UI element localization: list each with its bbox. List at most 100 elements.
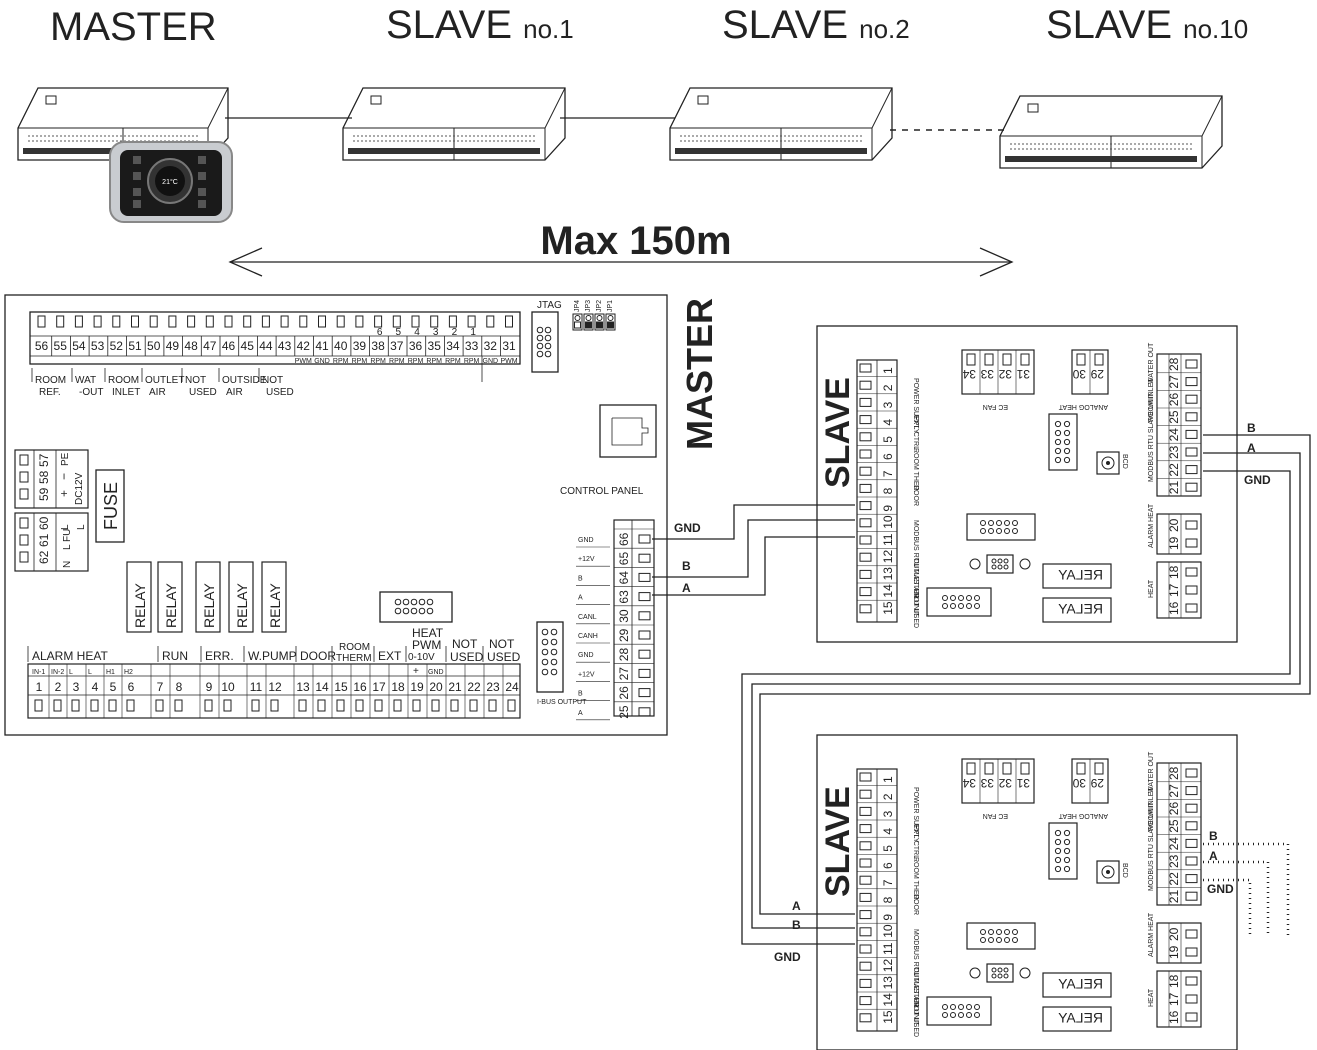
terminal-screw	[168, 315, 177, 328]
terminal-sub-label: RPM	[426, 358, 442, 365]
terminal-group-label: WATER OUT	[1148, 342, 1155, 384]
n-label: N	[62, 561, 73, 568]
terminal-label: A	[578, 595, 583, 602]
group-label: DOOR	[300, 649, 336, 663]
terminal-number: 28	[1167, 766, 1181, 780]
terminal-group-label: OUTLET AIR	[912, 967, 919, 1008]
terminal-group-label: WATER OUT	[1148, 751, 1155, 793]
ec-fan-label: EC FAN	[983, 812, 1008, 819]
terminal-number: 50	[147, 339, 161, 353]
terminal-number: 31	[1016, 776, 1030, 790]
terminal-number: 58	[37, 470, 51, 484]
terminal-label: CANL	[578, 614, 597, 621]
terminal-number: 29	[617, 628, 631, 642]
slave-wire-b-label: B	[1247, 421, 1256, 435]
relay-label: RELAY	[1057, 976, 1103, 992]
terminal-number: 32	[484, 339, 498, 353]
group-label: RUN	[162, 649, 188, 663]
terminal-group-label: NOT USED	[912, 592, 919, 628]
relay-label: RELAY	[1057, 567, 1103, 583]
terminal-group-label: EXT. CTRL.	[912, 824, 919, 861]
terminal-number: 17	[1167, 992, 1181, 1006]
terminal-number: 34	[446, 339, 460, 353]
terminal-screw	[299, 315, 308, 328]
terminal-label: A	[578, 710, 583, 717]
input-group-label: WAT	[75, 375, 96, 386]
terminal-number: 1	[36, 680, 43, 694]
terminal-screw	[149, 315, 158, 328]
distance-label: Max 150m	[540, 219, 731, 263]
terminal-number: 27	[1167, 784, 1181, 798]
input-group-label: OUTLET	[145, 375, 184, 386]
terminal-number: 38	[371, 339, 385, 353]
terminal-number: 20	[429, 680, 443, 694]
terminal-sub-label: RPM	[333, 358, 349, 365]
terminal-number: 10	[221, 680, 235, 694]
group-label: HEAT	[412, 626, 444, 640]
terminal-number: 46	[222, 339, 236, 353]
terminal-number: 15	[334, 680, 348, 694]
terminal-screw	[355, 315, 364, 328]
fan-number: 5	[396, 327, 402, 338]
terminal-sub-label: L	[88, 669, 92, 676]
terminal-number: 24	[505, 680, 519, 694]
terminal-screw	[261, 315, 270, 328]
terminal-sub-label: GND	[314, 358, 330, 365]
terminal-screw	[318, 315, 326, 328]
terminal-screw	[56, 315, 65, 328]
input-group-label: ROOM	[108, 375, 139, 386]
input-group-label: OUTSIDE	[222, 375, 267, 386]
terminal-number: 10	[881, 924, 895, 938]
terminal-number: 12	[881, 959, 895, 973]
terminal-sub-label: H1	[106, 669, 115, 676]
terminal-number: 2	[55, 680, 62, 694]
terminal-number: 28	[1167, 357, 1181, 371]
terminal-number: 8	[176, 680, 183, 694]
modbus-wiring: GND B A B A GND A B GND B A GND	[652, 421, 1311, 964]
terminal-group-label: ROOM THER.	[912, 448, 919, 493]
slave2-wire-a-label: A	[792, 899, 801, 913]
slave2-wire-gnd-label: GND	[774, 950, 801, 964]
terminal-screw	[486, 315, 495, 328]
minus-label: −	[57, 473, 71, 480]
terminal-number: 5	[110, 680, 117, 694]
bcd-label: BCD	[1121, 863, 1128, 878]
terminal-number: 52	[110, 339, 124, 353]
heat-label: HEAT	[1148, 988, 1155, 1007]
terminal-number: 3	[881, 401, 895, 408]
terminal-number: 31	[502, 339, 516, 353]
input-group-label: -OUT	[79, 387, 103, 398]
master-heading: MASTER	[50, 5, 217, 49]
terminal-number: 27	[617, 667, 631, 681]
terminal-sub-label: RPM	[352, 358, 368, 365]
terminal-screw	[74, 315, 83, 328]
terminal-screw	[448, 315, 457, 328]
ec-fan-label: EC FAN	[983, 403, 1008, 410]
distance-arrow: Max 150m	[228, 219, 1014, 277]
input-group-label: USED	[189, 387, 217, 398]
wire-b-label: B	[682, 559, 691, 573]
lfu-label: L FU	[62, 529, 73, 550]
fan-number: 2	[452, 327, 458, 338]
terminal-screw	[131, 315, 139, 328]
terminal-sub-label: RPM	[408, 358, 424, 365]
master-board-title: MASTER	[679, 298, 720, 450]
plus-label: +	[57, 490, 71, 497]
terminal-number: 14	[881, 584, 895, 598]
terminal-group-label: OUTLET AIR	[912, 558, 919, 599]
terminal-group-label: MODBUS RTU SLAVE UNIT	[1148, 392, 1155, 482]
jumper-label: JP1	[607, 300, 614, 312]
terminal-group-label: DOOR	[912, 894, 919, 915]
terminal-sub-label: RPM	[445, 358, 461, 365]
terminal-number: 4	[881, 828, 895, 835]
terminal-screw	[93, 315, 102, 328]
group-label: ERR.	[205, 649, 234, 663]
pwm-gnd: GND	[428, 669, 444, 676]
control-panel-label: CONTROL PANEL	[560, 486, 644, 497]
group-label: USED	[450, 650, 484, 664]
terminal-number: 5	[881, 436, 895, 443]
input-group-label: INLET	[112, 387, 140, 398]
terminal-number: 3	[881, 810, 895, 817]
